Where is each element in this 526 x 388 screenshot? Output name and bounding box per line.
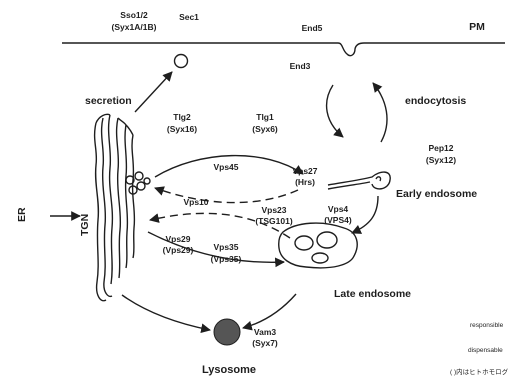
label-syx16: (Syx16) xyxy=(167,124,197,134)
label-vps29h: (Vps29) xyxy=(163,245,194,255)
secretory-vesicle xyxy=(175,55,188,68)
tgn-budding-vesicles xyxy=(126,172,150,194)
early-endosome-shape xyxy=(328,172,390,189)
label-syx12: (Syx12) xyxy=(426,155,456,165)
arrow-late-to-lysosome xyxy=(243,294,296,328)
label-lysosome: Lysosome xyxy=(202,364,256,376)
label-vps35: Vps35 xyxy=(213,242,238,252)
legend-dispensable: dispensable xyxy=(468,347,503,354)
arrow-endocytosis-up xyxy=(373,83,387,142)
label-endocytosis: endocytosis xyxy=(405,95,466,107)
late-endosome-shape xyxy=(279,223,357,268)
label-vam3: Vam3 xyxy=(254,327,276,337)
label-end3: End3 xyxy=(290,61,311,71)
label-vps10: Vps10 xyxy=(183,197,208,207)
arrow-early-to-tgn xyxy=(155,188,298,203)
label-vps45: Vps45 xyxy=(213,162,238,172)
arrow-early-to-late xyxy=(352,196,378,233)
label-tgn: TGN xyxy=(79,214,91,236)
label-tsg101: (TSG101) xyxy=(255,216,292,226)
label-tlg1: Tlg1 xyxy=(256,112,274,122)
label-tlg2: Tlg2 xyxy=(173,112,191,122)
label-secretion: secretion xyxy=(85,95,132,107)
label-pm: PM xyxy=(469,21,485,33)
label-vps35h: (Vps35) xyxy=(211,254,242,264)
tgn-stack xyxy=(95,114,135,300)
plasma-membrane xyxy=(62,43,505,56)
label-sso: Sso1/2 xyxy=(120,10,148,20)
label-vps4h: (VPS4) xyxy=(324,215,352,225)
label-vps4: Vps4 xyxy=(328,204,349,214)
legend-responsible: responsible xyxy=(470,322,504,329)
lysosome-shape xyxy=(214,319,240,345)
label-early-endosome: Early endosome xyxy=(396,188,477,200)
label-late-endosome: Late endosome xyxy=(334,288,411,300)
label-er: ER xyxy=(16,207,28,222)
label-syx7: (Syx7) xyxy=(252,338,278,348)
labels: Sso1/2 (Syx1A/1B) Sec1 End5 PM End3 secr… xyxy=(16,10,485,376)
label-vps29: Vps29 xyxy=(165,234,190,244)
label-vps23: Vps23 xyxy=(261,205,286,215)
label-end5: End5 xyxy=(302,23,323,33)
label-syx1a1b: (Syx1A/1B) xyxy=(112,22,157,32)
arrow-tgn-to-lysosome xyxy=(122,295,210,330)
label-syx6: (Syx6) xyxy=(252,124,278,134)
legend-note: ( )内はヒトホモログ xyxy=(450,367,509,376)
label-pep12: Pep12 xyxy=(428,143,453,153)
label-hrs: (Hrs) xyxy=(295,177,315,187)
legend: responsible dispensable ( )内はヒトホモログ xyxy=(450,322,509,376)
arrow-endocytosis-down xyxy=(327,85,343,137)
label-vps27: Vps27 xyxy=(292,166,317,176)
arrow-secretion xyxy=(135,72,172,112)
label-sec1: Sec1 xyxy=(179,12,199,22)
